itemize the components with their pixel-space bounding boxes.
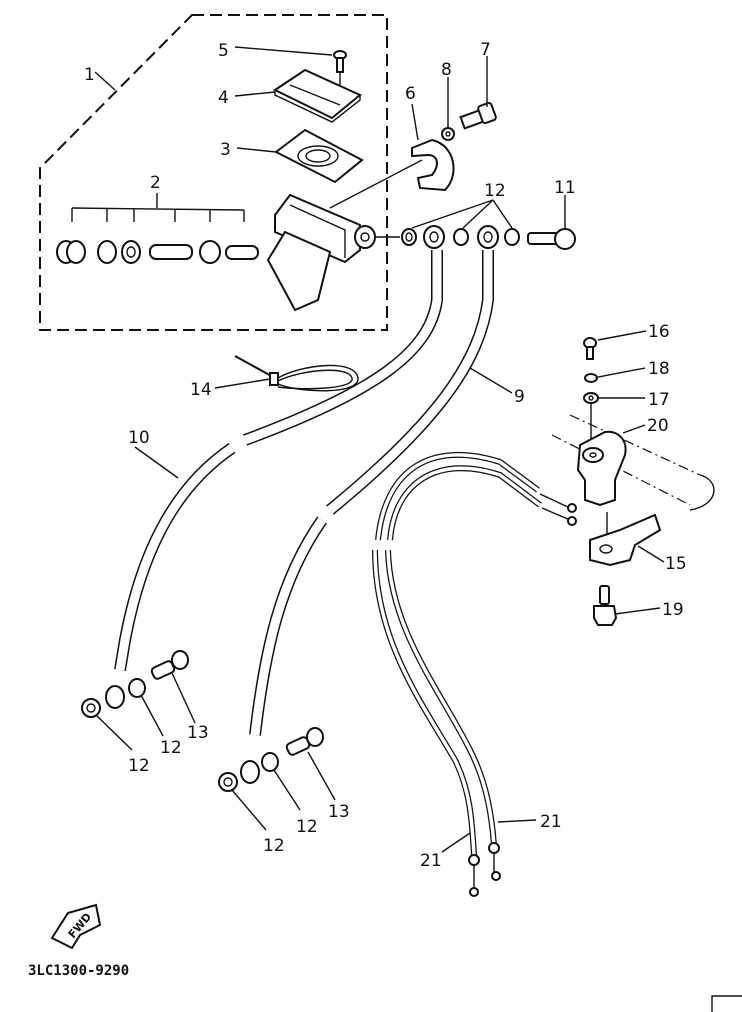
leader-12 (140, 694, 164, 737)
page-corner-mark (711, 995, 742, 1012)
assembly-1-boundary (39, 14, 388, 331)
part-12-gasket[interactable] (401, 228, 417, 246)
part-7-bolt[interactable] (459, 101, 497, 130)
leader-14 (214, 378, 271, 389)
callout-18[interactable]: 18 (648, 359, 670, 379)
callout-2[interactable]: 2 (150, 173, 161, 193)
leader-1 (94, 71, 116, 91)
part-21-cable[interactable] (385, 465, 542, 881)
leader-18 (597, 367, 646, 378)
leader-9 (469, 367, 513, 394)
callout-12[interactable]: 12 (296, 817, 318, 837)
leader-12 (273, 769, 301, 811)
callout-16[interactable]: 16 (648, 322, 670, 342)
part-17-washer[interactable] (583, 392, 599, 404)
callout-21[interactable]: 21 (420, 851, 442, 871)
leader-6 (411, 103, 419, 141)
callout-21[interactable]: 21 (540, 812, 562, 832)
leader-12 (231, 789, 267, 831)
leader-5 (234, 46, 333, 56)
leader-13 (307, 751, 336, 801)
leader-16 (597, 330, 647, 341)
callout-7[interactable]: 7 (480, 40, 491, 60)
part-8-washer[interactable] (441, 127, 455, 141)
diagram-part-code: 3LC1300-9290 (28, 963, 129, 979)
part-9-brake-hose[interactable] (249, 250, 494, 736)
part-19-bolt[interactable] (593, 585, 618, 626)
part-4-reservoir-cap[interactable] (272, 68, 362, 123)
part-18-nut[interactable] (584, 373, 598, 383)
leader-12-top (411, 199, 513, 229)
part-3-diaphragm[interactable] (274, 128, 364, 184)
callout-3[interactable]: 3 (220, 140, 231, 160)
leader-4 (234, 91, 276, 97)
callout-1[interactable]: 1 (84, 65, 95, 85)
leader-15 (637, 545, 665, 563)
hose-9-banjo[interactable] (477, 225, 499, 249)
part-10-brake-hose[interactable] (114, 250, 443, 671)
callout-17[interactable]: 17 (648, 390, 670, 410)
handlebar (551, 414, 715, 511)
leader-body-to-6 (329, 159, 423, 209)
part-21-cable[interactable] (372, 451, 540, 897)
leader-13 (171, 672, 196, 724)
leader-20 (622, 424, 646, 434)
part-20-holder[interactable] (576, 430, 627, 507)
callout-14[interactable]: 14 (190, 380, 212, 400)
master-cylinder-body[interactable] (266, 193, 376, 312)
callout-6[interactable]: 6 (405, 84, 416, 104)
callout-5[interactable]: 5 (218, 41, 229, 61)
part-15-lever[interactable] (589, 513, 662, 567)
part-13-union-bolt[interactable] (285, 727, 324, 756)
part-12-gasket[interactable] (504, 228, 520, 246)
cable-upper-ends (539, 493, 577, 526)
callout-11[interactable]: 11 (554, 178, 576, 198)
leader-21 (441, 832, 471, 853)
part-11-union-bolt[interactable] (527, 228, 576, 250)
forward-direction-icon: FWD (50, 903, 102, 950)
part-16-screw[interactable] (583, 337, 597, 360)
callout-9[interactable]: 9 (514, 387, 525, 407)
callout-10[interactable]: 10 (128, 428, 150, 448)
part-13-union-bolt[interactable] (150, 650, 189, 680)
leader-2 (71, 193, 245, 222)
leader-21 (497, 819, 537, 823)
callout-15[interactable]: 15 (665, 554, 687, 574)
callout-12[interactable]: 12 (160, 738, 182, 758)
hose-10-banjo[interactable] (423, 225, 445, 249)
part-12-gasket[interactable] (453, 228, 469, 246)
leader-10 (134, 446, 179, 479)
callout-12[interactable]: 12 (484, 181, 506, 201)
hose-9-lower-banjo[interactable] (218, 752, 279, 792)
callout-13[interactable]: 13 (187, 723, 209, 743)
callout-12[interactable]: 12 (128, 756, 150, 776)
part-2-cylinder-kit[interactable] (56, 240, 259, 264)
callout-13[interactable]: 13 (328, 802, 350, 822)
leader-19 (614, 607, 661, 615)
hose-10-lower-banjo[interactable] (81, 678, 146, 718)
part-6-holder[interactable] (411, 138, 455, 192)
leader-3 (236, 147, 277, 153)
part-14-cable-tie[interactable] (234, 355, 359, 392)
leader-12 (95, 714, 133, 751)
callout-8[interactable]: 8 (441, 60, 452, 80)
callout-4[interactable]: 4 (218, 88, 229, 108)
callout-12[interactable]: 12 (263, 836, 285, 856)
callout-20[interactable]: 20 (647, 416, 669, 436)
callout-19[interactable]: 19 (662, 600, 684, 620)
